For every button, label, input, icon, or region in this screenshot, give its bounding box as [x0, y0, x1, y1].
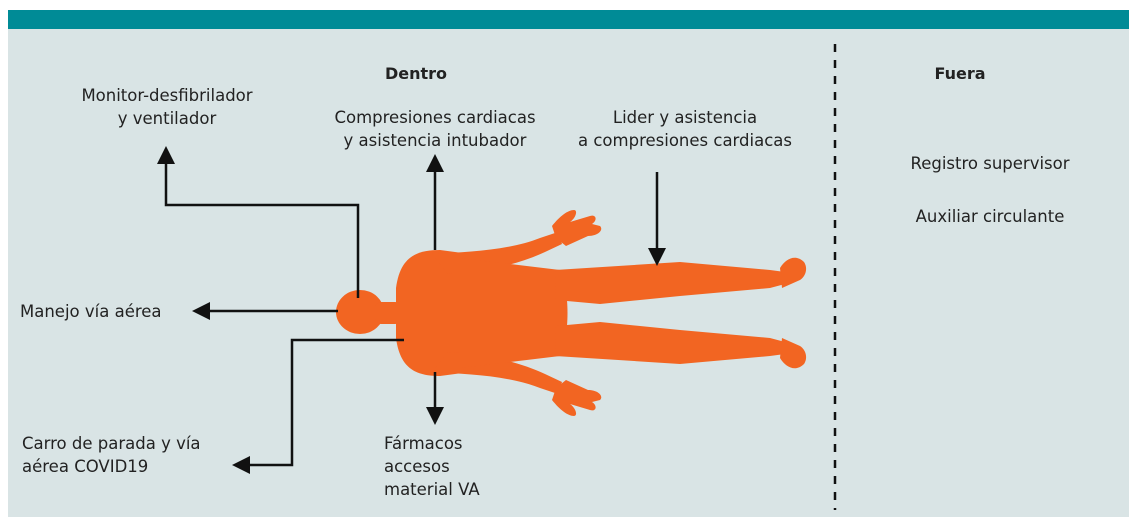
role-airway: Manejo vía aérea — [20, 300, 162, 323]
arrow-cart — [248, 340, 404, 465]
arrowhead-icon — [192, 302, 210, 320]
role-outside-auxiliar: Auxiliar circulante — [880, 205, 1100, 228]
arrowhead-icon — [426, 154, 444, 172]
role-monitor: Monitor-desfibrilador y ventilador — [52, 84, 282, 130]
role-drugs: Fármacos accesos material VA — [384, 432, 480, 501]
arrow-monitor — [166, 160, 358, 298]
role-leader: Lider y asistencia a compresiones cardia… — [560, 106, 810, 152]
arrowhead-icon — [157, 146, 175, 164]
role-outside-registro: Registro supervisor — [880, 152, 1100, 175]
heading-outside: Fuera — [920, 62, 1000, 85]
role-compressions: Compresiones cardiacas y asistencia intu… — [315, 106, 555, 152]
heading-inside: Dentro — [366, 62, 466, 85]
role-cart: Carro de parada y vía aérea COVID19 — [22, 432, 201, 478]
arrowhead-icon — [232, 456, 250, 474]
patient-figure-icon — [336, 210, 806, 416]
arrowhead-icon — [426, 407, 444, 425]
